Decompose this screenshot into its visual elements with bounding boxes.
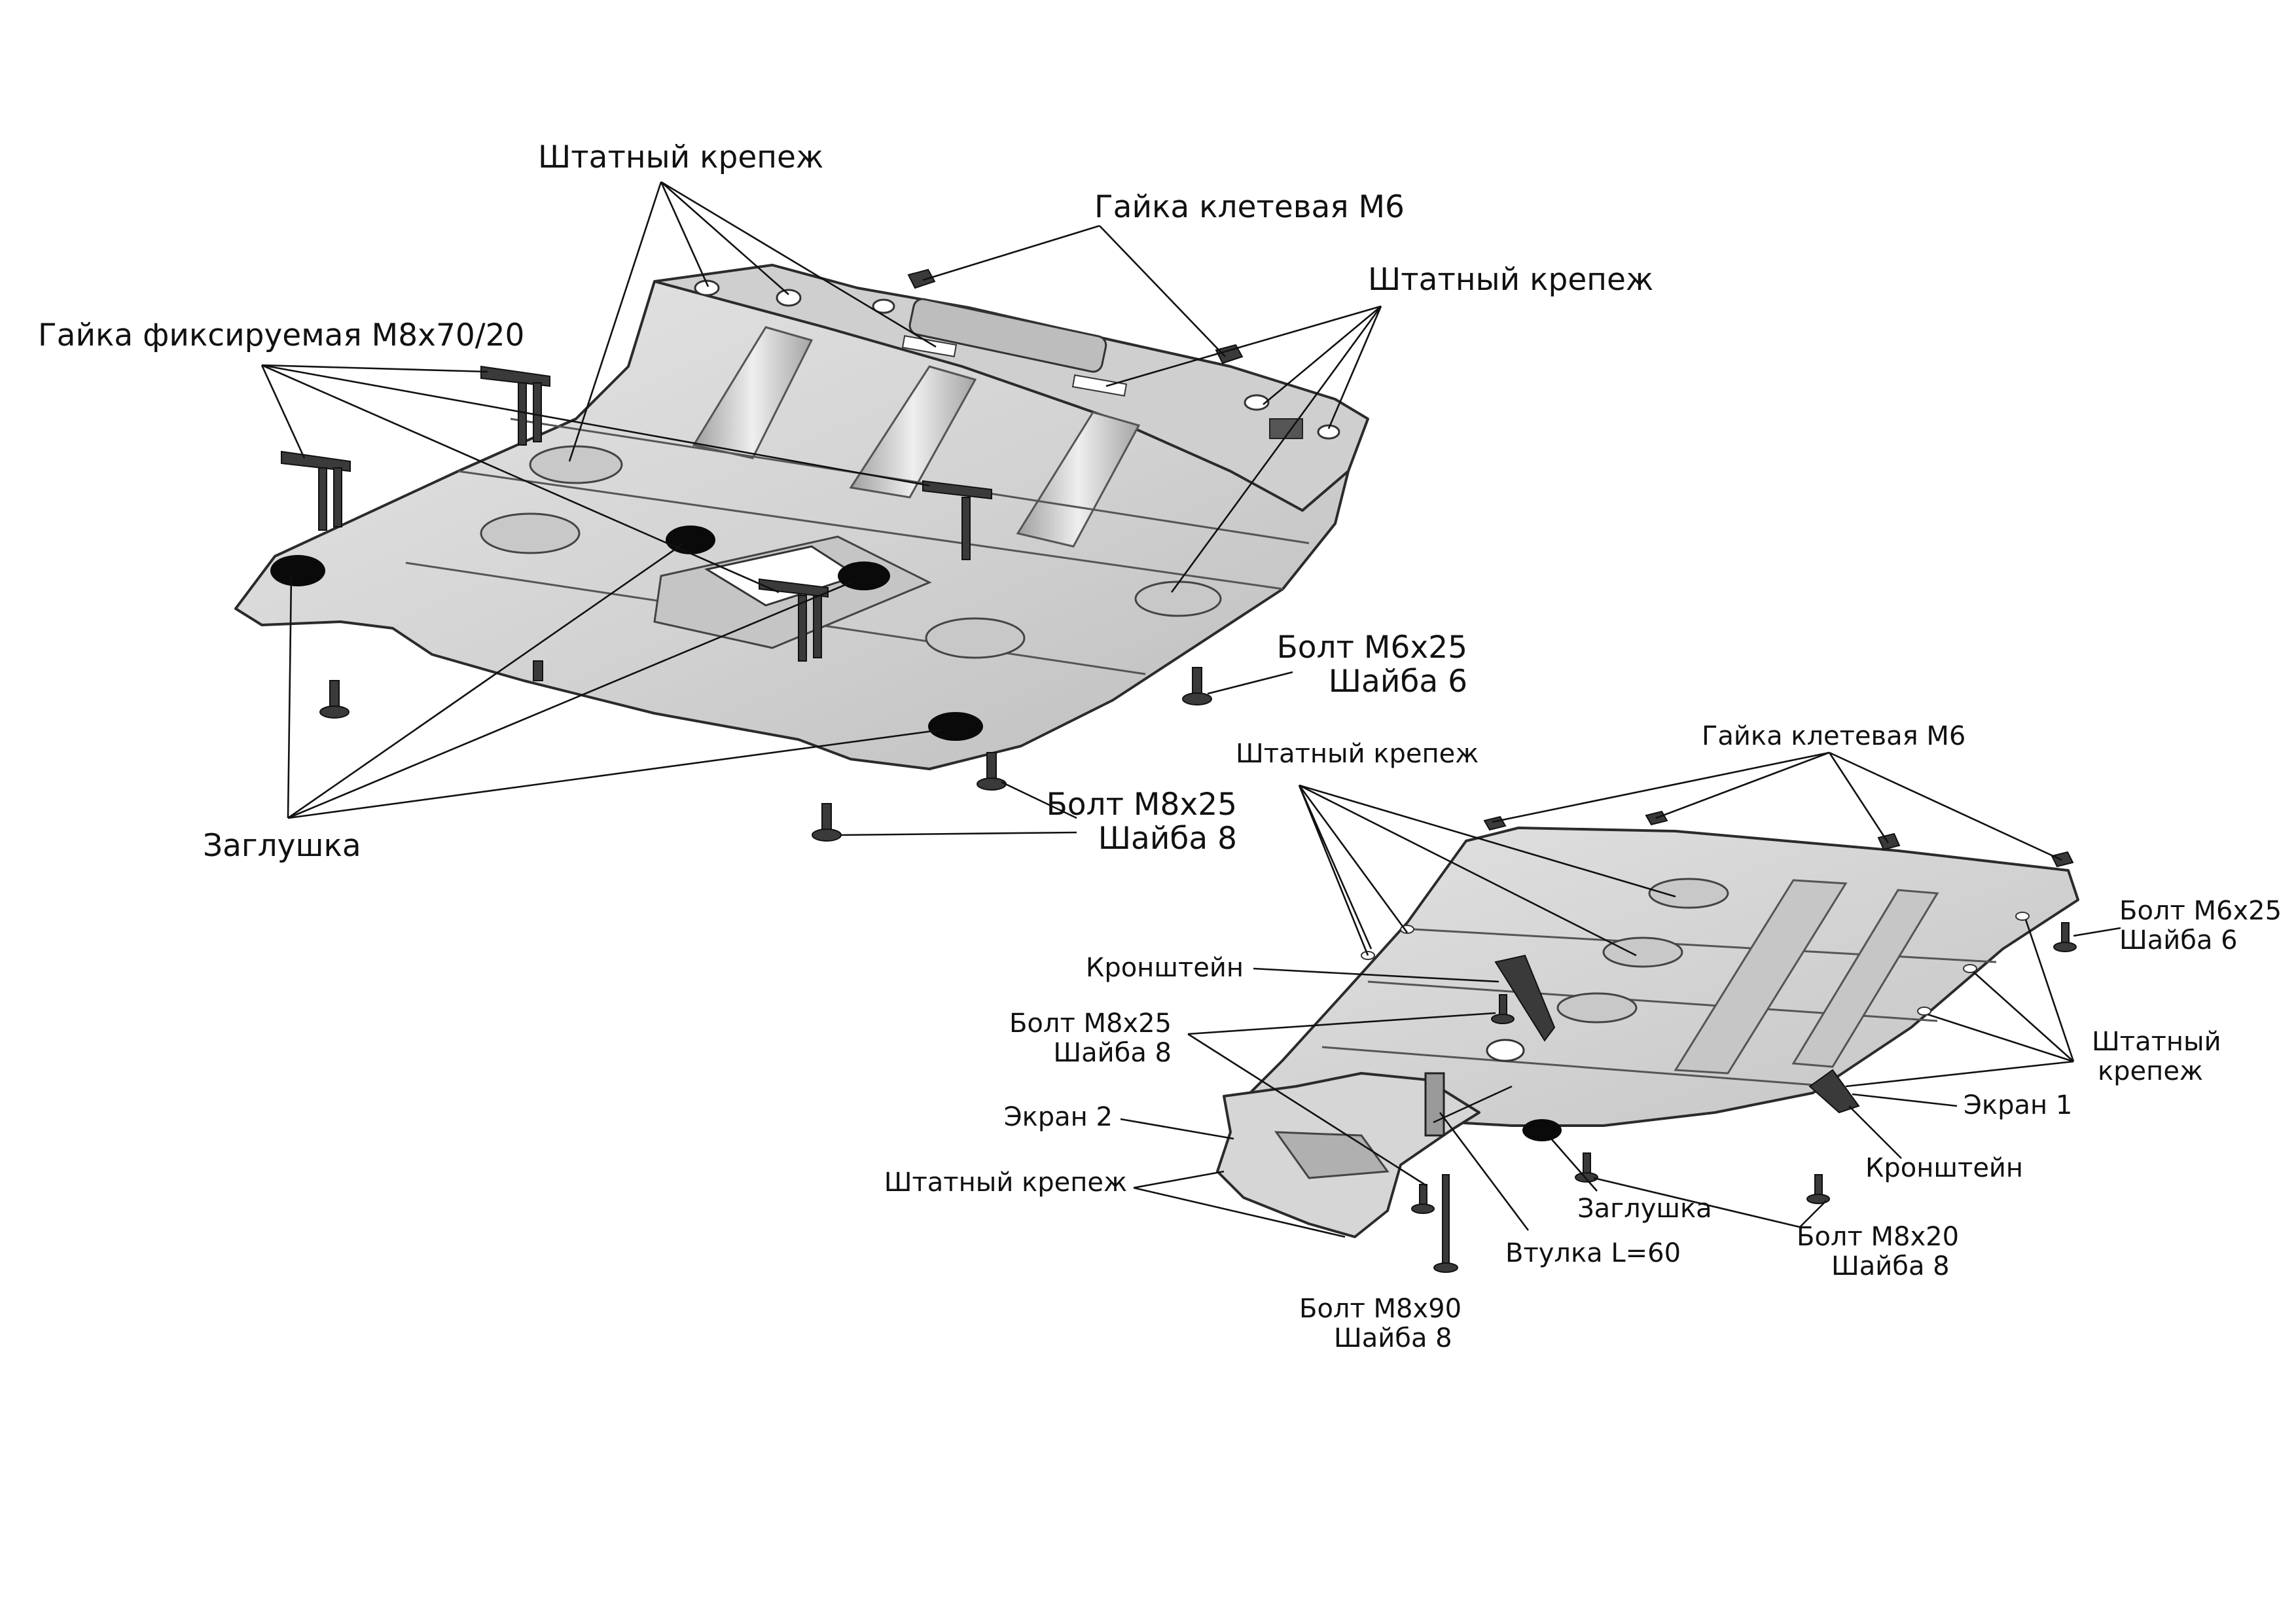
label-washer-6: Шайба 6 bbox=[2119, 925, 2238, 955]
secondary-guard-plate bbox=[1216, 827, 2079, 1238]
label-bolt-m8x20: Болт М8х20 bbox=[1797, 1222, 1959, 1252]
label-sleeve: Втулка L=60 bbox=[1505, 1238, 1681, 1268]
label-cage-nut: Гайка клетевая М6 bbox=[1094, 189, 1405, 225]
cage-nut-icon bbox=[907, 268, 1244, 365]
fixed-nut-stud-icon bbox=[281, 365, 992, 662]
label-bracket: Кронштейн bbox=[1086, 953, 1244, 983]
label-washer-8: Шайба 8 bbox=[1334, 1323, 1452, 1353]
plug-icon bbox=[1522, 1119, 1562, 1141]
label-plug: Заглушка bbox=[203, 828, 361, 864]
label-washer-6: Шайба 6 bbox=[1329, 664, 1467, 700]
label-bolt-m6: Болт М6х25 bbox=[2119, 896, 2282, 926]
label-factory-fastener: Штатный крепеж bbox=[884, 1168, 1127, 1198]
bracket-icon bbox=[1494, 954, 1860, 1114]
label-bolt-m8x90: Болт М8х90 bbox=[1299, 1294, 1462, 1324]
label-washer-8: Шайба 8 bbox=[1831, 1251, 1950, 1281]
label-factory-fastener: Штатный крепеж bbox=[1368, 262, 1653, 298]
main-guard-plate bbox=[234, 264, 1369, 770]
bolt-icon bbox=[319, 660, 1212, 842]
label-fixed-nut: Гайка фиксируемая М8х70/20 bbox=[38, 317, 524, 353]
label-factory-fastener: Штатный крепеж bbox=[1236, 739, 1479, 769]
label-screen-2: Экран 2 bbox=[1004, 1102, 1113, 1132]
top-leader-lines bbox=[260, 181, 1382, 836]
label-washer-8: Шайба 8 bbox=[1053, 1038, 1172, 1068]
label-bolt-m8x25: Болт М8х25 bbox=[1009, 1008, 1172, 1039]
label-factory-fastener: Штатный крепеж bbox=[538, 139, 823, 175]
sleeve-icon bbox=[1424, 1072, 1445, 1137]
label-plug: Заглушка bbox=[1577, 1194, 1712, 1224]
label-bolt-m6: Болт М6х25 bbox=[1277, 630, 1467, 666]
bolt-icon bbox=[1411, 922, 2077, 1273]
label-factory-fastener: Штатный bbox=[2092, 1027, 2221, 1057]
label-screen-1: Экран 1 bbox=[1964, 1090, 2072, 1120]
label-bolt-m8: Болт М8х25 bbox=[1047, 787, 1237, 823]
label-washer-8: Шайба 8 bbox=[1098, 821, 1237, 857]
label-factory-fastener: крепеж bbox=[2098, 1056, 2203, 1086]
label-cage-nut: Гайка клетевая М6 bbox=[1702, 721, 1965, 751]
bottom-leader-lines bbox=[1120, 751, 2121, 1238]
label-bracket: Кронштейн bbox=[1865, 1153, 2023, 1183]
